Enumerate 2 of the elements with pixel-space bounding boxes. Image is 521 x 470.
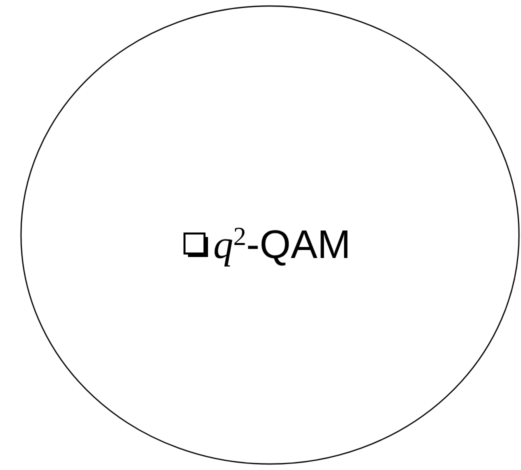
node-label: q$^{2}$-QAM [213, 225, 351, 265]
ellipse-node [20, 5, 520, 465]
